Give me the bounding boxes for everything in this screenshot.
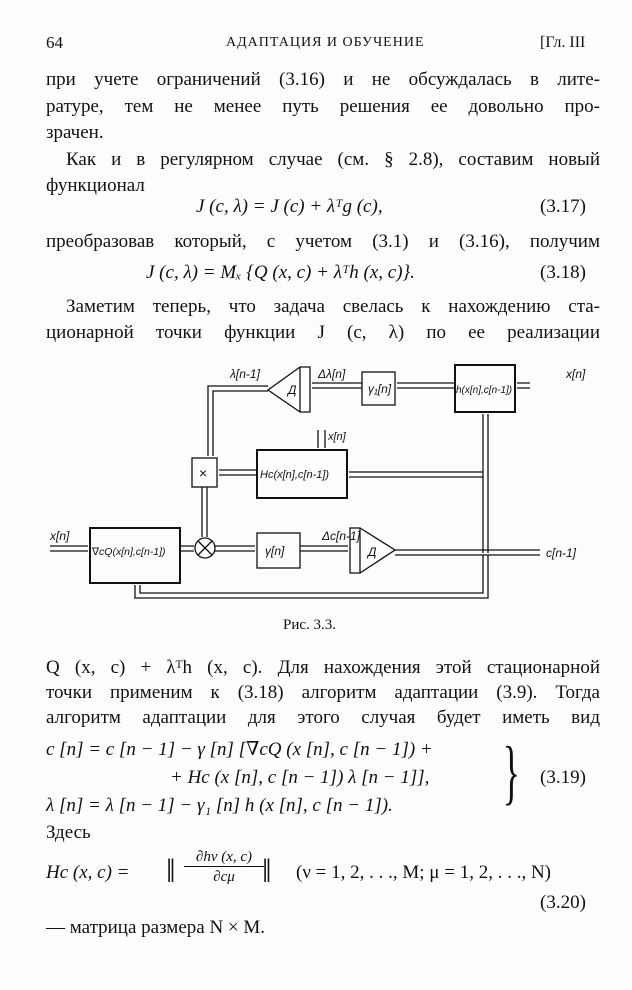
equation-3-20-lhs: Hc (x, c) =: [46, 862, 130, 883]
mult-label: ×: [199, 465, 207, 481]
text-line: Здесь: [46, 822, 91, 843]
equation-range: (ν = 1, 2, . . ., M; μ = 1, 2, . . ., N): [296, 862, 552, 883]
text-line: функционал: [46, 175, 145, 196]
grad-block-label: ∇cQ(x[n],c[n-1]): [91, 546, 166, 558]
norm-right: ‖: [262, 853, 272, 890]
text-line: Как и в регулярном случае (см. § 2.8), с…: [66, 149, 600, 170]
gradient-block: [89, 527, 181, 584]
page-number: 64: [46, 33, 63, 52]
delay-bottom-label: Д: [366, 545, 377, 559]
text-line: Заметим теперь, что задача свелась к нах…: [66, 296, 600, 317]
label-x-top: x[n]: [565, 367, 586, 381]
text-line: ратуре, тем не менее путь решения ее дов…: [46, 96, 600, 117]
label-x-left: x[n]: [49, 529, 70, 543]
norm-left: ‖: [166, 853, 176, 890]
label-delta-lambda: Δλ[n]: [317, 367, 346, 381]
text-line: точки применим к (3.18) алгоритм адаптац…: [46, 682, 600, 703]
figure-caption: Рис. 3.3.: [283, 617, 337, 633]
gamma1-label: γ₁[n]: [368, 382, 392, 396]
multiplier-block: [191, 457, 218, 488]
equation-number: (3.17): [540, 196, 586, 217]
equation-3-19-line2: + Hc (x [n], c [n − 1]) λ [n − 1]],: [170, 767, 430, 788]
chapter-label: [Гл. III: [540, 34, 586, 51]
h-block-label: h(x[n],c[n-1]): [456, 385, 512, 396]
text-line: — матрица размера N × M.: [46, 917, 266, 938]
label-x-mid: x[n]: [327, 431, 347, 443]
gamma-label: γ[n]: [265, 544, 285, 558]
fraction-numerator: ∂hν (x, c): [184, 848, 264, 867]
label-lambda-prev: λ[n-1]: [229, 367, 261, 381]
text-line: алгоритм адаптации для этого случая буде…: [46, 707, 600, 728]
brace: }: [502, 732, 520, 812]
equation-number: (3.20): [540, 892, 586, 913]
equation-3-18: J (c, λ) = Mₓ {Q (x, c) + λᵀh (x, c)}.: [146, 262, 415, 283]
equation-3-17: J (c, λ) = J (c) + λᵀg (c),: [196, 196, 383, 217]
label-c-out: c[n-1]: [546, 546, 577, 560]
equation-3-19-line1: c [n] = c [n − 1] − γ [n] [∇cQ (x [n], c…: [46, 739, 433, 760]
equation-number: (3.18): [540, 262, 586, 283]
summator: [194, 537, 216, 559]
delay-top-label: Д: [286, 383, 297, 397]
hc-block: [256, 449, 348, 499]
text-line: Q (x, c) + λᵀh (x, c). Для нахождения эт…: [46, 657, 600, 678]
equation-3-19-line3: λ [n] = λ [n − 1] − γ₁ [n] h (x [n], c […: [46, 795, 393, 816]
text-line: зрачен.: [46, 122, 104, 143]
fraction-denominator: ∂cμ: [213, 869, 235, 885]
running-title: АДАПТАЦИЯ И ОБУЧЕНИЕ: [226, 35, 425, 50]
hc-block-label: Hc(x[n],c[n-1]): [260, 469, 329, 481]
delay-top: [266, 366, 311, 413]
label-delta-c: Δc[n-1]: [321, 529, 361, 543]
text-line: ционарной точки функции J (c, λ) по ее р…: [46, 322, 600, 343]
equation-number: (3.19): [540, 767, 586, 788]
text-line: преобразовав который, с учетом (3.1) и (…: [46, 231, 600, 252]
text-line: при учете ограничений (3.16) и не обсужд…: [46, 69, 600, 90]
